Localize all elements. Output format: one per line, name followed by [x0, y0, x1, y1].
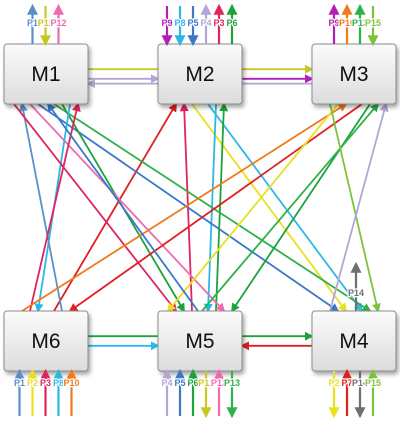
- module-box: [311, 310, 397, 372]
- port-m2-p6: P6: [225, 3, 239, 44]
- link-m5-to-m3: [201, 102, 380, 312]
- port-label: P10: [63, 378, 79, 388]
- port-label: P3: [213, 18, 224, 28]
- port-m4-p14: P14: [351, 371, 369, 419]
- port-m6-p8: P8: [52, 368, 65, 416]
- link-m1-to-m5: [29, 103, 226, 313]
- module-label: M1: [31, 63, 60, 86]
- module-label: M5: [185, 330, 214, 353]
- link-m5-to-m1: [46, 102, 199, 312]
- port-m5-p6: P6: [186, 368, 200, 416]
- port-label: P1: [27, 18, 38, 28]
- module-m4: M4: [311, 310, 397, 372]
- port-label: P10: [339, 18, 355, 28]
- port-m6-p2: P2: [26, 368, 39, 416]
- port-label: P5: [187, 18, 198, 28]
- port-label: P6: [187, 378, 198, 388]
- link-m5-to-m2: [215, 102, 229, 312]
- port-label: P9: [328, 18, 339, 28]
- port-label: P5: [174, 378, 185, 388]
- link-m6-to-m3: [21, 103, 348, 312]
- link-m4-to-m3: [329, 102, 389, 312]
- port-label: P2: [27, 378, 38, 388]
- port-label: P4: [161, 378, 172, 388]
- module-label: M4: [339, 330, 368, 353]
- port-m3-p10: P10: [338, 3, 356, 44]
- port-m1-p11: P11: [36, 6, 55, 47]
- port-label: P9: [161, 18, 172, 28]
- port-label: P14: [352, 378, 368, 388]
- module-box: [157, 310, 243, 372]
- link-m1-to-m4: [53, 103, 372, 312]
- module-box: [157, 43, 243, 105]
- link-m1-to-m5: [13, 103, 178, 313]
- links-layer: [13, 64, 389, 351]
- port-label: P6: [226, 18, 237, 28]
- port-m2-p4: P4: [199, 3, 213, 44]
- link-m2-to-m4: [191, 103, 348, 313]
- link-m3-to-m4: [329, 103, 381, 313]
- link-m6-to-m1: [29, 102, 81, 312]
- port-label: P11: [198, 378, 214, 388]
- port-m3-p13: P13: [351, 3, 369, 44]
- link-m6-to-m1: [18, 102, 63, 312]
- module-m5: M5: [157, 310, 243, 372]
- link-m1-to-m4: [37, 103, 340, 313]
- port-m5-p4: P4: [160, 368, 174, 416]
- port-m3-p15: P15: [364, 6, 382, 47]
- port-label: P1: [14, 378, 25, 388]
- module-m6: M6: [3, 310, 89, 372]
- port-label: P14: [348, 288, 364, 298]
- port-label: P4: [200, 18, 211, 28]
- port-m6-p1: P1: [13, 368, 26, 416]
- port-m2-p8: P8: [173, 6, 187, 47]
- port-label: P12: [211, 378, 227, 388]
- port-m4-p2: P2: [327, 371, 341, 419]
- port-label: P11: [38, 18, 54, 28]
- module-label: M2: [185, 63, 214, 86]
- link-m3-to-m5: [231, 103, 371, 313]
- port-m2-p9: P9: [160, 6, 174, 47]
- port-m2-p3: P3: [212, 3, 226, 44]
- port-m5-p11: P11: [197, 371, 215, 419]
- port-label: P8: [174, 18, 185, 28]
- link-m2-to-m4: [207, 103, 364, 313]
- link-m3-to-m5: [166, 103, 339, 313]
- port-label: P2: [328, 378, 339, 388]
- port-m1-p12: P12: [49, 3, 68, 44]
- port-m6-p3: P3: [39, 368, 52, 416]
- port-label: P13: [224, 378, 240, 388]
- port-label: P13: [352, 18, 368, 28]
- port-label: P3: [40, 378, 51, 388]
- port-m3-p9: P9: [327, 3, 341, 44]
- port-m1-p1: P1: [26, 3, 39, 44]
- module-box: [311, 43, 397, 105]
- module-m3: M3: [311, 43, 397, 105]
- module-m2: M2: [157, 43, 243, 105]
- port-label: P15: [365, 18, 381, 28]
- port-m5-p12: P12: [210, 368, 228, 416]
- port-m4-p14: P14: [347, 261, 365, 311]
- port-label: P12: [50, 18, 66, 28]
- module-m1: M1: [3, 43, 89, 105]
- port-m6-p10: P10: [62, 368, 81, 416]
- port-label: P7: [341, 378, 352, 388]
- port-m4-p15: P15: [364, 368, 382, 416]
- link-m3-to-m6: [68, 103, 363, 313]
- module-label: M3: [339, 63, 368, 86]
- port-label: P15: [365, 378, 381, 388]
- port-m5-p5: P5: [173, 368, 187, 416]
- port-label: P8: [53, 378, 64, 388]
- module-label: M6: [31, 330, 60, 353]
- port-m4-p7: P7: [340, 368, 354, 416]
- port-m5-p13: P13: [223, 371, 241, 419]
- port-m2-p5: P5: [186, 6, 200, 47]
